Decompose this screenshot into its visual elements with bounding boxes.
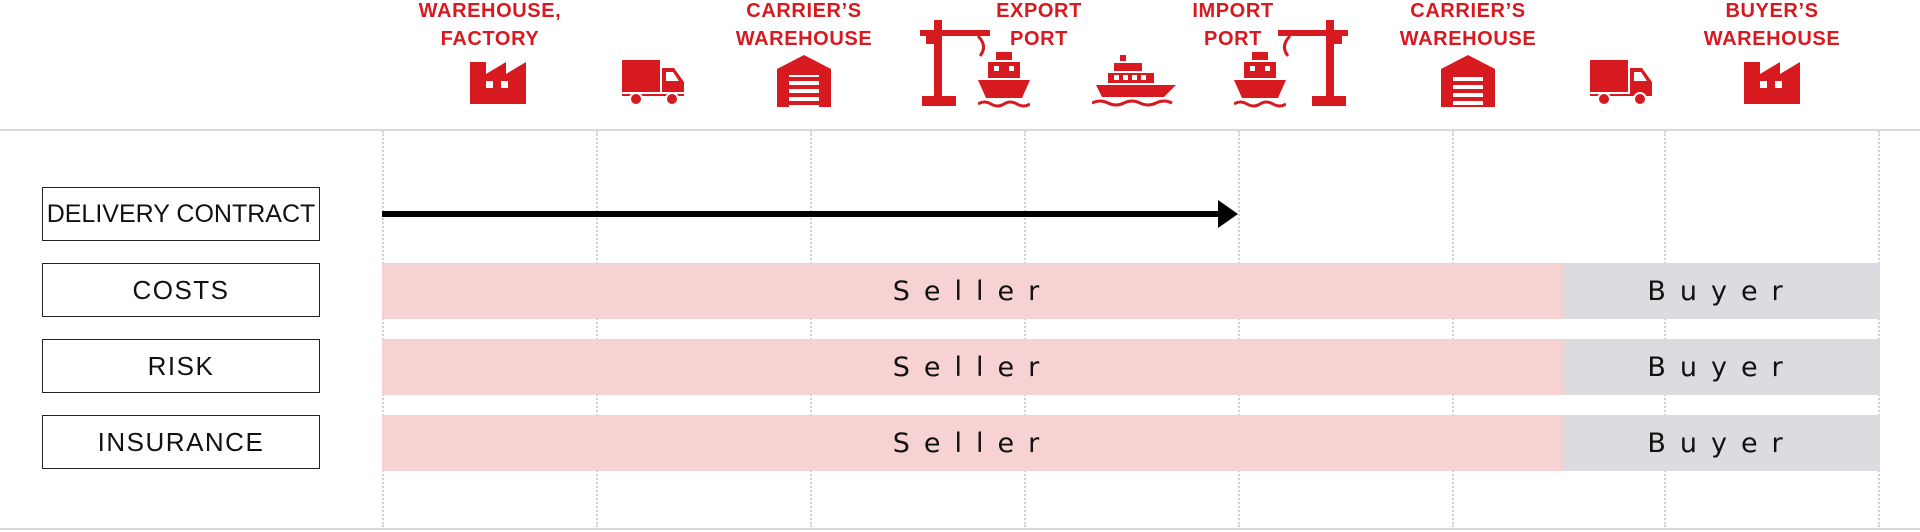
- insurance-seller-bar: Seller: [382, 415, 1564, 471]
- factory-icon-buyer: [1744, 62, 1800, 104]
- footer-divider: [0, 528, 1920, 530]
- stage-divider: [596, 131, 598, 527]
- stage-divider: [1024, 131, 1026, 527]
- stage-divider: [1664, 131, 1666, 527]
- ship-icon: [978, 52, 1030, 108]
- stage-divider: [810, 131, 812, 527]
- risk-seller-bar: Seller: [382, 339, 1564, 395]
- costs-buyer-bar: Buyer: [1564, 263, 1880, 319]
- stage-divider: [1238, 131, 1240, 527]
- row-label-insurance: INSURANCE: [42, 415, 320, 469]
- stage-divider: [1878, 131, 1880, 527]
- header-divider: [0, 129, 1920, 131]
- cruise-ship-icon: [1092, 55, 1176, 107]
- factory-icon: [470, 62, 526, 104]
- port-crane-icon-import: [1278, 20, 1348, 106]
- insurance-buyer-bar: Buyer: [1564, 415, 1880, 471]
- warehouse-icon: [777, 55, 831, 107]
- stage-divider: [382, 131, 384, 527]
- stage-label-warehouse-factory: WAREHOUSE,FACTORY: [418, 0, 562, 50]
- stage-divider: [1452, 131, 1454, 527]
- delivery-contract-arrow: [382, 200, 1238, 228]
- ship-icon-import: [1234, 52, 1286, 108]
- row-label-risk: RISK: [42, 339, 320, 393]
- truck-icon: [622, 60, 684, 106]
- row-label-costs: COSTS: [42, 263, 320, 317]
- port-crane-icon: [920, 20, 990, 106]
- row-label-delivery-contract: DELIVERY CONTRACT: [42, 187, 320, 241]
- risk-buyer-bar: Buyer: [1564, 339, 1880, 395]
- costs-seller-bar: Seller: [382, 263, 1564, 319]
- warehouse-icon-destination: [1441, 55, 1495, 107]
- truck-icon-destination: [1590, 60, 1652, 106]
